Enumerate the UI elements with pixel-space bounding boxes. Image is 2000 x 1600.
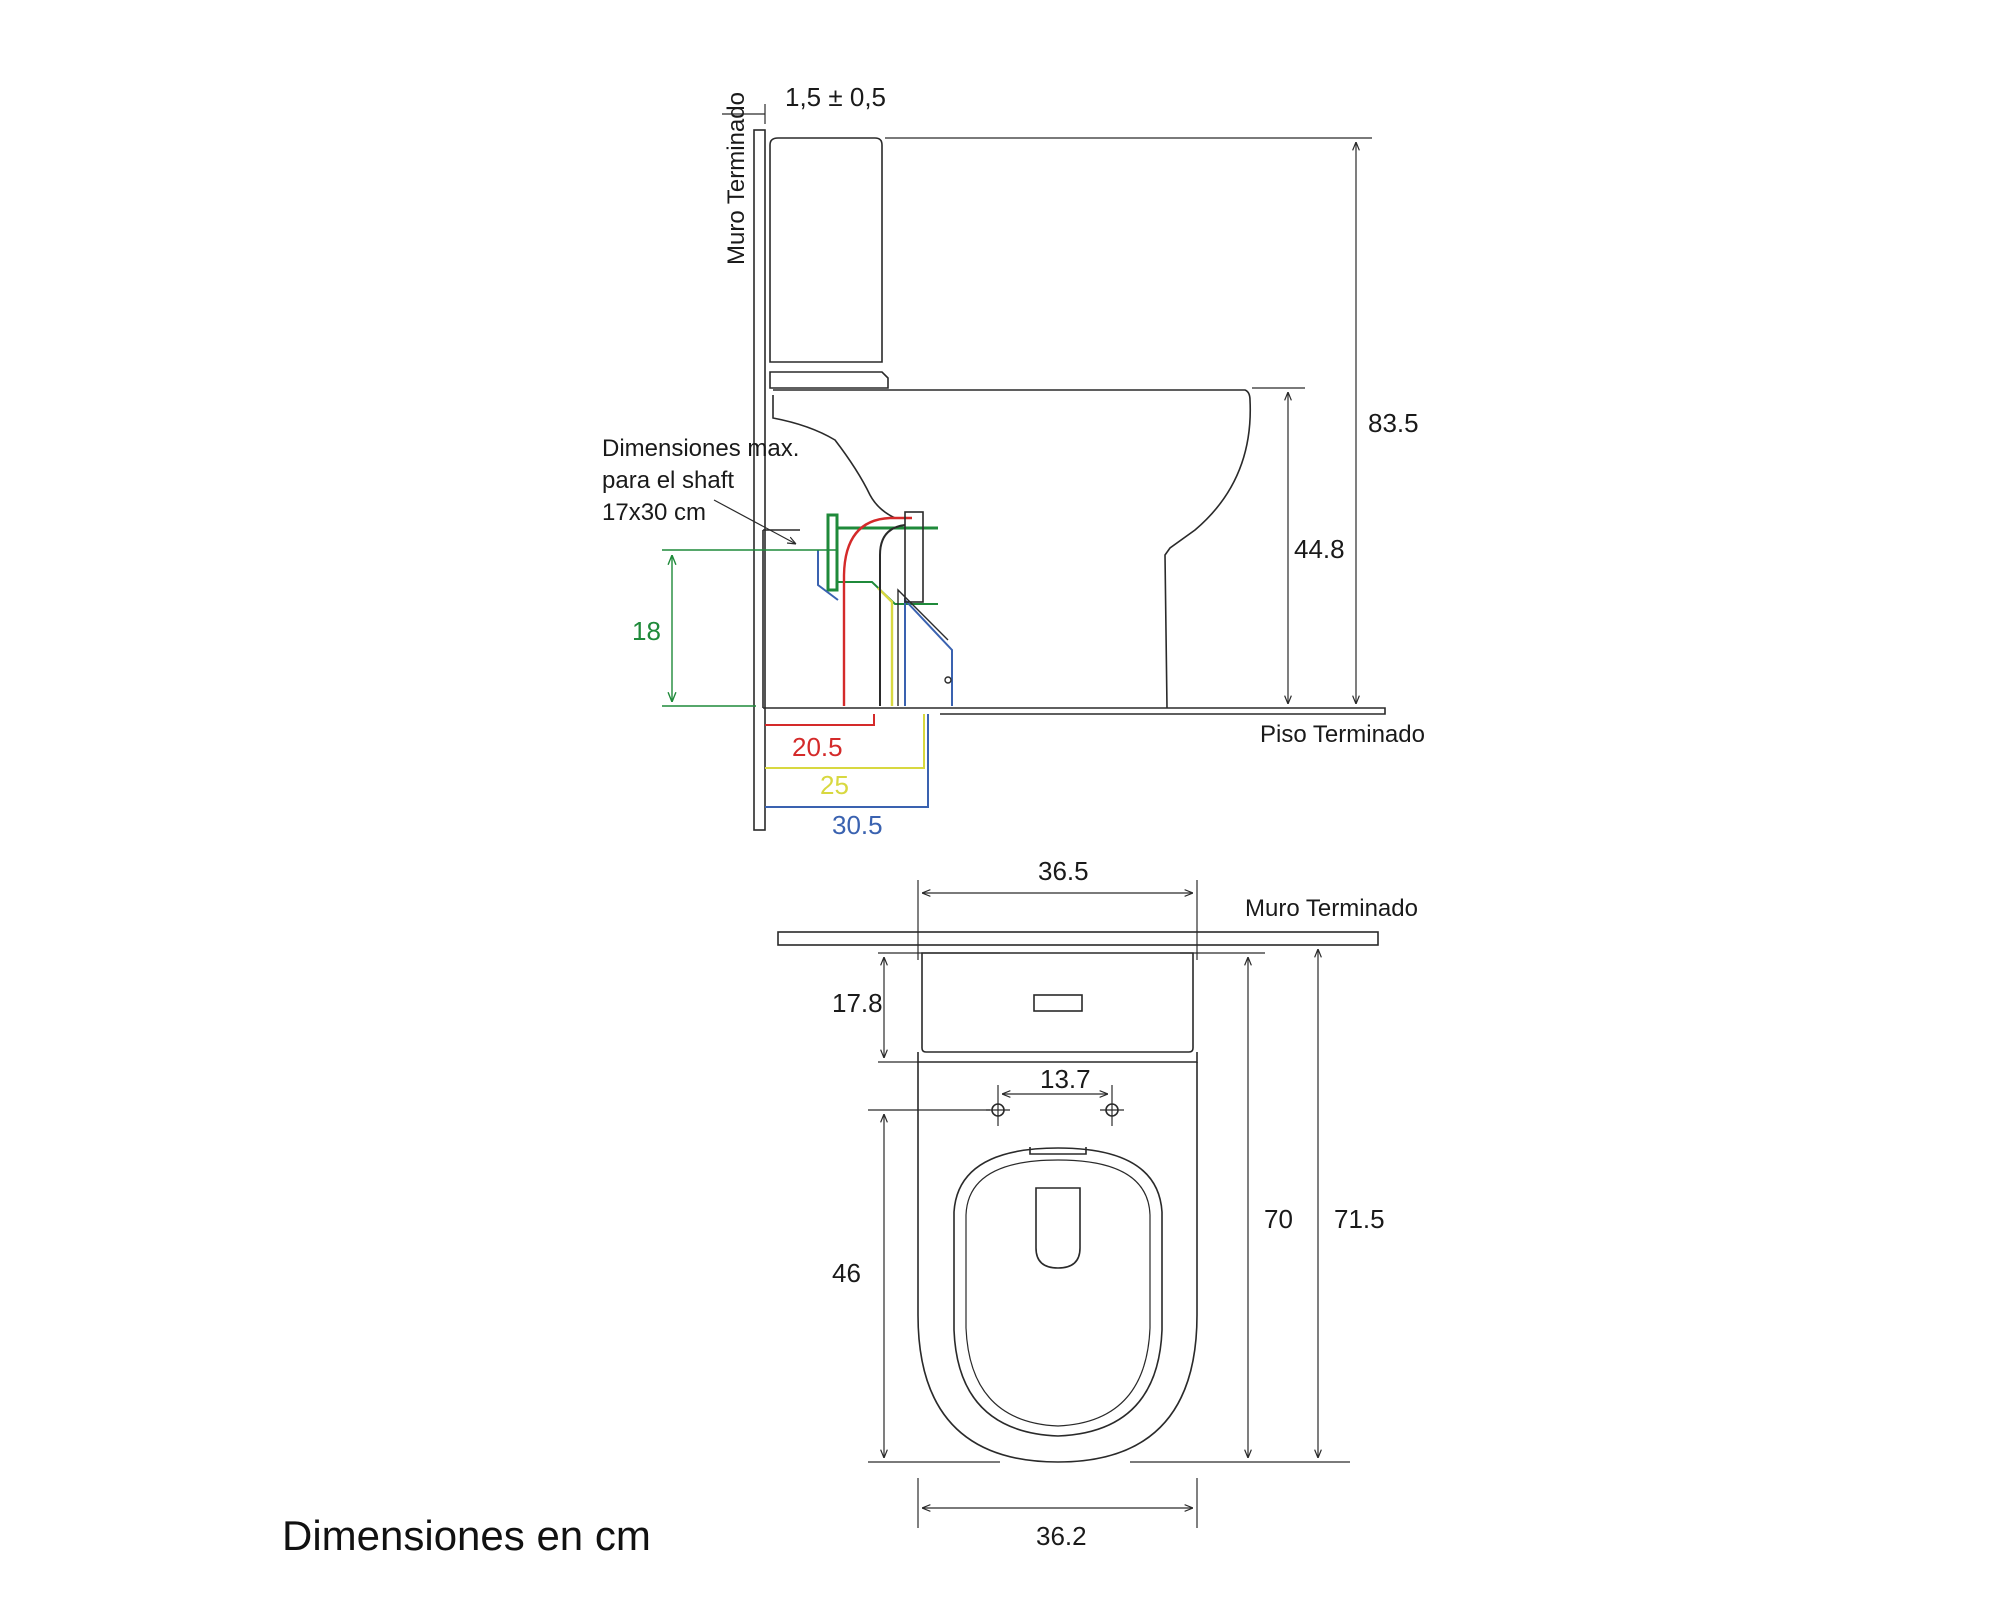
tank-lid: [769, 371, 889, 389]
top-wall-label: Muro Terminado: [1245, 895, 1418, 922]
depth-71-5-label: 71.5: [1334, 1204, 1385, 1234]
bowl-length-label: 46: [832, 1258, 861, 1288]
bowl-back-curve: [772, 395, 896, 519]
shaft-note: Dimensiones max. para el shaft 17x30 cm: [602, 435, 806, 526]
drain-connector: [817, 513, 938, 605]
tank-depth-label: 17.8: [832, 988, 883, 1018]
side-floor: [763, 707, 1386, 715]
bowl-opening: [1035, 1187, 1081, 1269]
bottom-width-label: 36.2: [1036, 1521, 1087, 1551]
total-height-label: 83.5: [1368, 408, 1419, 438]
top-wall: [777, 931, 1379, 946]
top-tank: [921, 952, 1194, 1053]
units-note: Dimensiones en cm: [282, 1512, 651, 1559]
bowl-profile: [773, 389, 1252, 709]
tank-outline: [769, 137, 883, 363]
wall-offset-label: 1,5 ± 0,5: [785, 82, 886, 112]
yellow-distance-label: 25: [820, 770, 849, 800]
top-width-label: 36.5: [1038, 856, 1089, 886]
top-bowl: [917, 1062, 1198, 1463]
blue-distance-label: 30.5: [832, 810, 883, 840]
bolt-hole-right: [1100, 1098, 1124, 1126]
flush-button: [1033, 994, 1083, 1012]
top-seat: [953, 1147, 1163, 1437]
seat-height-label: 44.8: [1294, 534, 1345, 564]
shaft-box: [762, 529, 800, 708]
top-view: Muro Terminado 36.5 17.8: [777, 856, 1418, 1551]
bolt-hole-left: [986, 1098, 1010, 1126]
side-wall: [753, 129, 766, 831]
bolt-spacing-label: 13.7: [1040, 1064, 1091, 1094]
side-wall-label: Muro Terminado: [723, 92, 750, 265]
red-distance-label: 20.5: [792, 732, 843, 762]
drain-pipe-red: [842, 516, 912, 706]
side-floor-label: Piso Terminado: [1260, 721, 1425, 748]
side-view: Muro Terminado 1,5 ± 0,5 Dimensiones max…: [602, 82, 1425, 840]
outlet-height-label: 18: [632, 616, 661, 646]
depth-70-label: 70: [1264, 1204, 1293, 1234]
drain-pipe-blue: [904, 597, 953, 706]
drain-pipe-yellow: [877, 587, 894, 706]
